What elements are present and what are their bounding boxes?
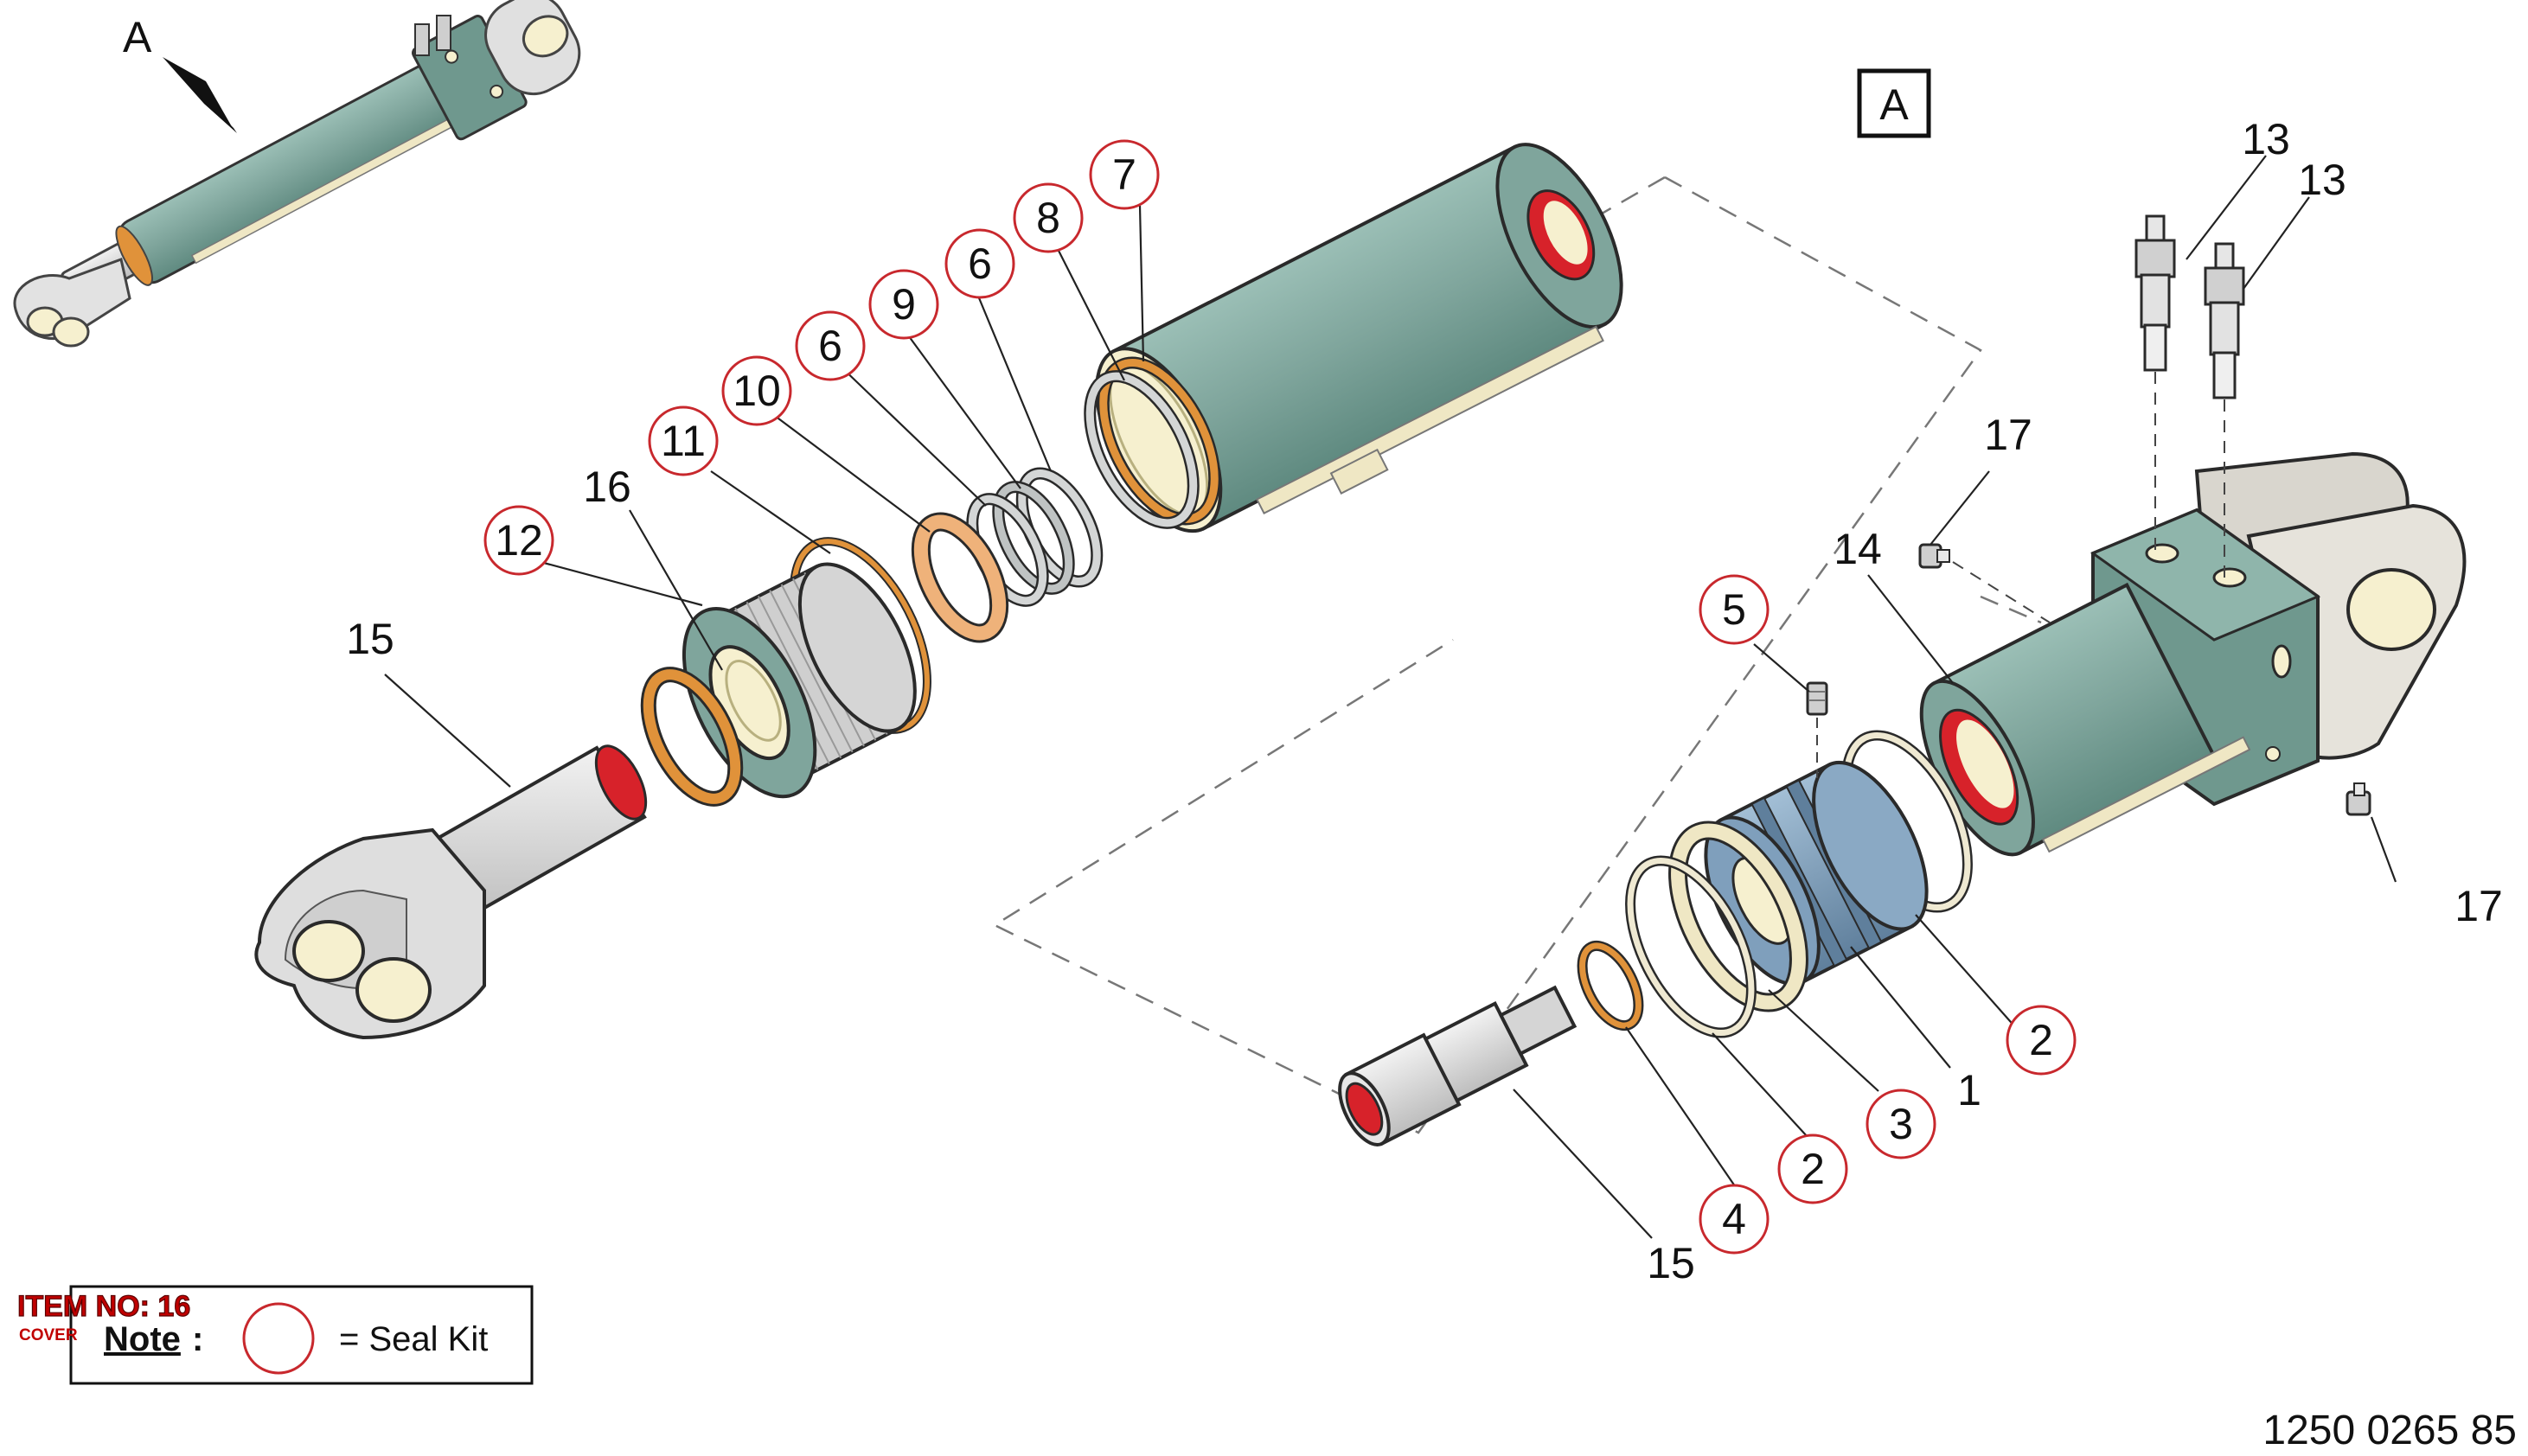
callout-10: 10 [733,367,781,415]
callout-17a: 17 [1984,411,2032,459]
seal-kit-circle-7 [1089,139,1160,210]
callout-13b: 13 [2298,156,2346,204]
piston-rod-15-bottom [1338,985,1578,1146]
item-badge-line2: COVER [19,1326,78,1344]
set-screw-5 [1806,681,1828,716]
callout-12: 12 [495,516,543,565]
callouts: 7 8 6 9 6 10 11 12 16 15 13 13 17 14 5 1… [346,115,2503,1287]
seal-kit-circle-9 [868,269,939,340]
callout-15-bottom: 15 [1647,1239,1695,1287]
dashed-assembly-outline [992,176,1982,1134]
view-box: A [1857,68,1931,138]
callout-1: 1 [1957,1066,1981,1114]
note-colon: : [192,1320,203,1358]
view-label-a: A [123,13,152,61]
fitting-13b [2204,242,2245,399]
assembled-fitting-2 [436,15,451,51]
callout-6a: 6 [968,239,992,288]
part-number: 1250 0265 85 [2262,1408,2517,1453]
seal-kit-circle-3 [1866,1089,1936,1159]
seal-kit-circle-2a [2006,1005,2077,1076]
assembled-rod-clevis [13,258,131,348]
callout-6b: 6 [818,322,842,370]
seal-kit-note: Note : = Seal Kit [69,1285,534,1385]
gland-16 [682,562,917,799]
callout-2a: 2 [2029,1016,2053,1064]
seal-kit-circle-12 [483,505,554,576]
assembled-fitting-1 [414,23,430,56]
seal-kit-circle-5 [1699,574,1770,645]
view-box-label: A [1879,80,1909,129]
callout-7: 7 [1112,150,1136,199]
seal-kit-circle-2b [1777,1134,1848,1204]
leader-lines [384,155,2397,1239]
callout-3: 3 [1889,1100,1913,1148]
callout-15-top: 15 [346,615,394,663]
callout-5: 5 [1722,585,1746,634]
note-label: Note [104,1320,181,1358]
callout-13a: 13 [2242,115,2290,163]
callout-4: 4 [1722,1195,1746,1243]
callout-16: 16 [583,463,631,511]
fitting-13a [2134,214,2176,372]
note-seal-circle [242,1302,315,1375]
seal-kit-circle-11 [648,406,719,476]
assembled-cylinder-view: A [13,0,581,348]
seal-kit-circle-8 [1013,182,1084,253]
item-badge: ITEM NO: 16 COVER [16,1289,190,1344]
piston-rod-15-top [254,744,648,1040]
piston-1 [1704,760,1929,987]
seal-kit-circle-4 [1699,1184,1770,1255]
callout-17b: 17 [2454,882,2503,930]
callout-8: 8 [1036,194,1060,242]
seal-kit-circle-6b [795,310,866,381]
callout-2b: 2 [1801,1145,1825,1193]
plug-17a [1918,543,1950,569]
callout-9: 9 [892,280,916,329]
seal-kit-circle-10 [721,355,792,426]
cylinder-head-14 [1919,451,2467,857]
plug-17b [2346,782,2371,816]
item-badge-line1: ITEM NO: 16 [17,1290,190,1323]
note-text: = Seal Kit [339,1320,488,1358]
callout-11: 11 [661,417,706,465]
seal-kit-circle-6a [944,228,1015,299]
callout-14: 14 [1834,525,1882,573]
